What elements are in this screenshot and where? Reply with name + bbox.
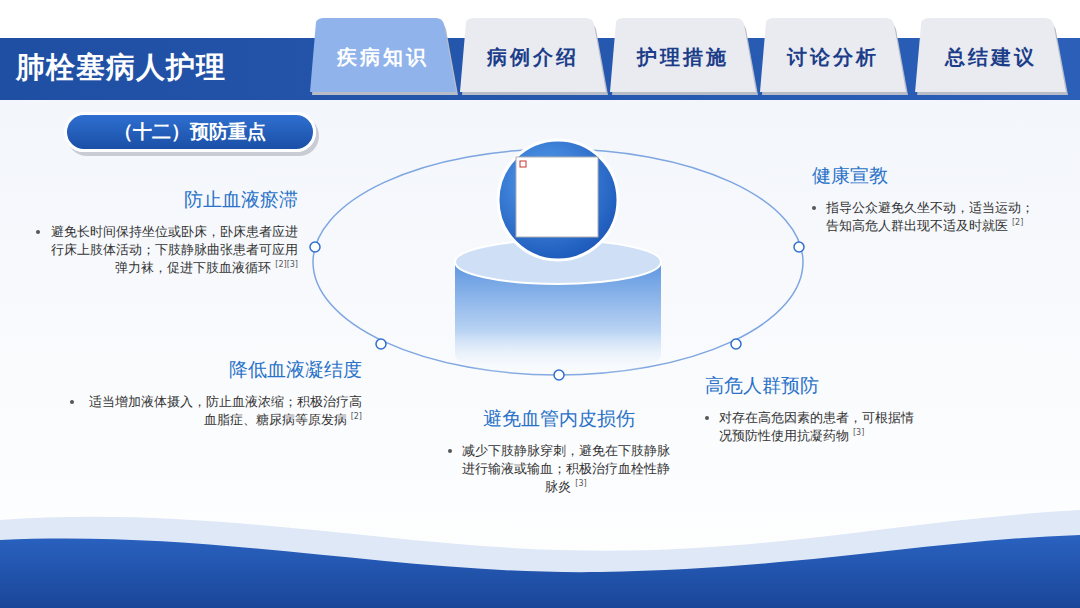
- tab-label: 病例介绍: [487, 44, 579, 71]
- nav-tab: 讨论分析: [758, 18, 908, 96]
- prevention-item: 高危人群预防对存在高危因素的患者，可根据情况预防性使用抗凝药物 [3]: [705, 373, 925, 445]
- item-heading: 降低血液凝结度: [70, 357, 362, 383]
- item-body: 减少下肢静脉穿刺，避免在下肢静脉进行输液或输血；积极治疗血栓性静脉炎 [3]: [448, 442, 670, 496]
- page-title: 肺栓塞病人护理: [16, 48, 226, 88]
- tab-label: 讨论分析: [787, 44, 879, 71]
- item-heading: 高危人群预防: [705, 373, 925, 399]
- image-placeholder: [516, 157, 598, 237]
- item-text: 对存在高危因素的患者，可根据情况预防性使用抗凝药物: [719, 410, 914, 443]
- item-heading: 避免血管内皮损伤: [448, 406, 670, 432]
- item-text: 指导公众避免久坐不动，适当运动；告知高危人群出现不适及时就医: [826, 200, 1034, 233]
- item-body: 适当增加液体摄入，防止血液浓缩；积极治疗高血脂症、糖尿病等原发病 [2]: [70, 393, 362, 429]
- section-pill: （十二）预防重点: [64, 112, 316, 152]
- tab-label: 疾病知识: [337, 44, 429, 71]
- citation: [2]: [351, 412, 362, 421]
- wave-light: [0, 510, 1080, 608]
- pill-label: （十二）预防重点: [114, 119, 266, 145]
- bullet-dot: [705, 416, 709, 420]
- bullet-dot: [70, 400, 74, 404]
- item-heading: 健康宣教: [812, 163, 1044, 189]
- item-text: 避免长时间保持坐位或卧床，卧床患者应进行床上肢体活动；下肢静脉曲张患者可应用弹力…: [51, 224, 298, 275]
- orbit-dots: [310, 242, 804, 380]
- citation: [3]: [575, 479, 586, 488]
- tab-label: 总结建议: [945, 44, 1037, 71]
- nav-tab: 护理措施: [608, 18, 758, 96]
- prevention-item: 避免血管内皮损伤减少下肢静脉穿刺，避免在下肢静脉进行输液或输血；积极治疗血栓性静…: [448, 406, 670, 496]
- item-text: 减少下肢静脉穿刺，避免在下肢静脉进行输液或输血；积极治疗血栓性静脉炎: [462, 443, 670, 494]
- item-body: 指导公众避免久坐不动，适当运动；告知高危人群出现不适及时就医 [2]: [812, 199, 1044, 235]
- icon-circle: [498, 140, 618, 260]
- bullet-dot: [812, 206, 816, 210]
- prevention-item: 健康宣教指导公众避免久坐不动，适当运动；告知高危人群出现不适及时就医 [2]: [812, 163, 1044, 235]
- bullet-dot: [448, 449, 452, 453]
- nav-tab: 疾病知识: [308, 18, 458, 96]
- item-text: 适当增加液体摄入，防止血液浓缩；积极治疗高血脂症、糖尿病等原发病: [89, 394, 362, 427]
- nav-tab: 病例介绍: [458, 18, 608, 96]
- prevention-item: 防止血液瘀滞避免长时间保持坐位或卧床，卧床患者应进行床上肢体活动；下肢静脉曲张患…: [36, 187, 298, 277]
- prevention-item: 降低血液凝结度适当增加液体摄入，防止血液浓缩；积极治疗高血脂症、糖尿病等原发病 …: [70, 357, 362, 429]
- citation: [3]: [853, 428, 864, 437]
- item-body: 避免长时间保持坐位或卧床，卧床患者应进行床上肢体活动；下肢静脉曲张患者可应用弹力…: [36, 223, 298, 277]
- citation: [2][3]: [275, 260, 298, 269]
- tab-label: 护理措施: [637, 44, 729, 71]
- nav-tab: 总结建议: [913, 18, 1068, 96]
- bullet-dot: [36, 230, 40, 234]
- item-body: 对存在高危因素的患者，可根据情况预防性使用抗凝药物 [3]: [705, 409, 925, 445]
- citation: [2]: [1012, 218, 1023, 227]
- item-heading: 防止血液瘀滞: [36, 187, 298, 213]
- wave: [0, 535, 1080, 608]
